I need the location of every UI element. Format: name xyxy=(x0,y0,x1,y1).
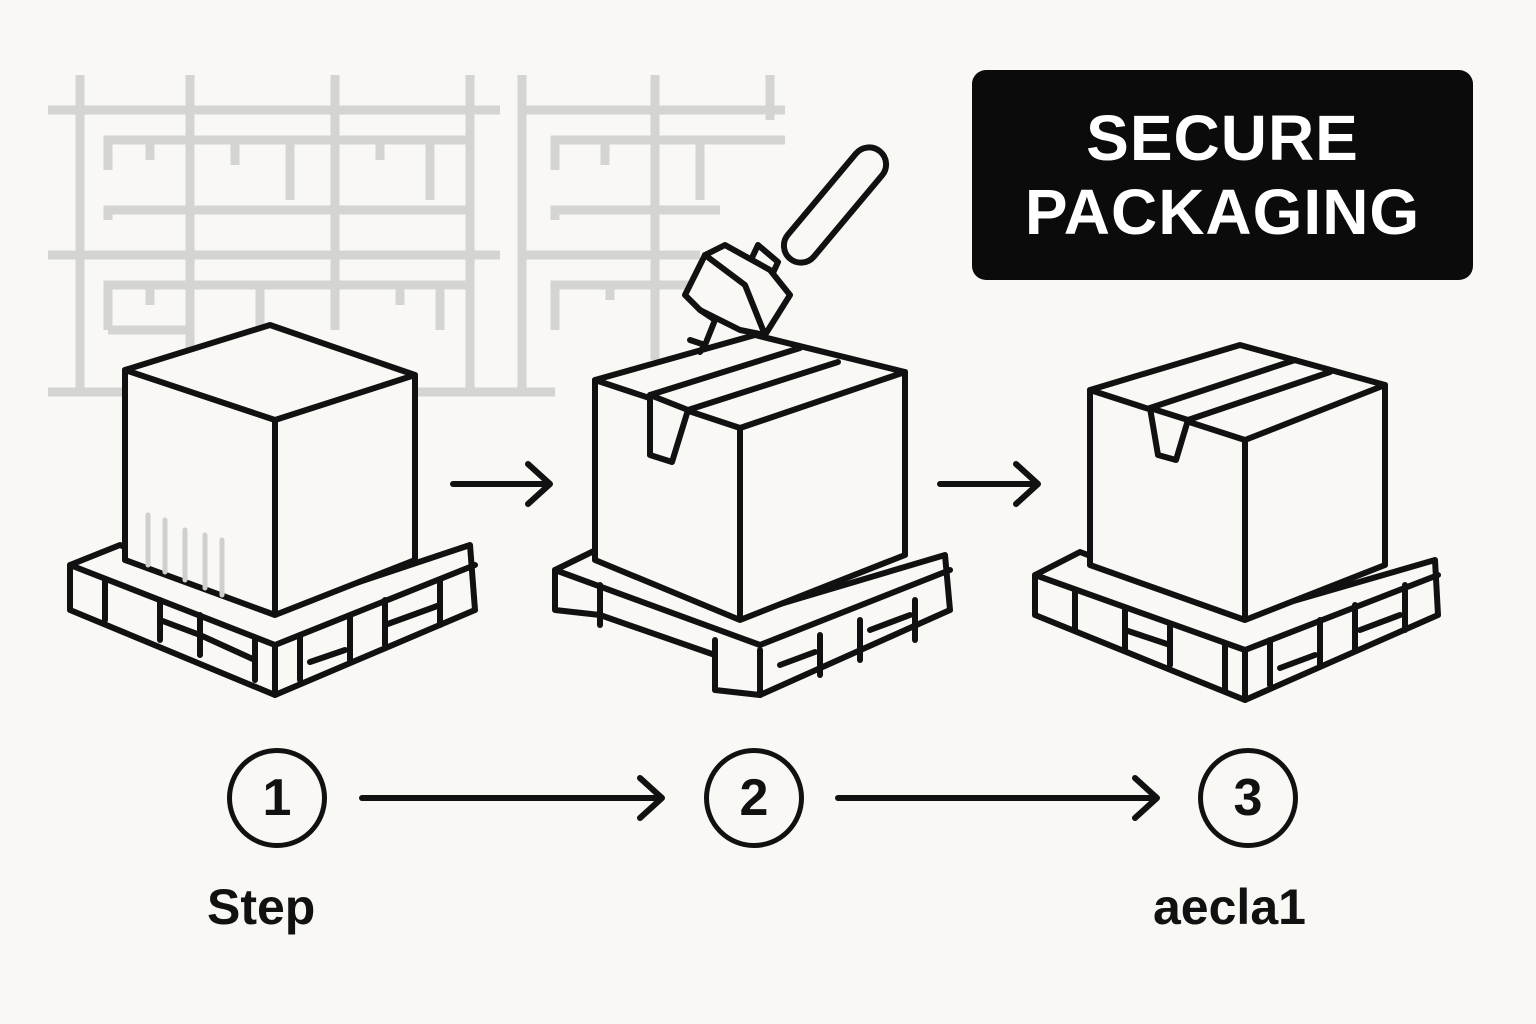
taped-box-on-pallet-icon xyxy=(552,332,953,698)
step-1-label: Step xyxy=(207,879,316,935)
sealed-box-on-pallet-icon xyxy=(1032,342,1441,703)
step-3-label: aecla1 xyxy=(1153,879,1306,935)
tape-gun-icon xyxy=(682,144,890,355)
step-1-number: 1 xyxy=(227,748,327,848)
step-3-number: 3 xyxy=(1198,748,1298,848)
step-arrow-1-2 xyxy=(359,775,665,821)
title-line-2: PACKAGING xyxy=(1024,176,1421,248)
flow-arrow-1-2 xyxy=(450,461,553,507)
step-2-number: 2 xyxy=(704,748,804,848)
title-line-1: SECURE xyxy=(1086,102,1359,174)
warehouse-shelving-icon xyxy=(48,75,785,397)
box-on-pallet-icon xyxy=(67,322,478,698)
flow-arrow-2-3 xyxy=(937,461,1041,507)
title-banner: SECURE PACKAGING xyxy=(972,70,1473,280)
step-arrow-2-3 xyxy=(835,775,1160,821)
